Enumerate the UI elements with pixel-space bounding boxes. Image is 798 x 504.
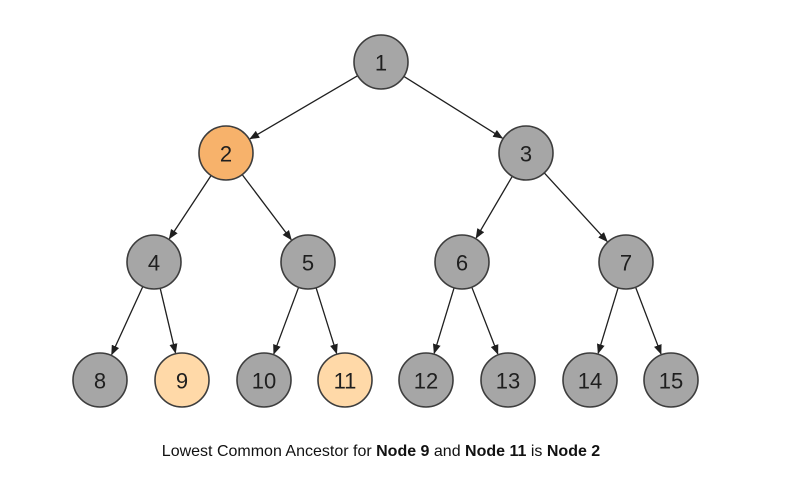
caption-node-a: Node 9 — [376, 443, 430, 460]
edge-7-to-15 — [634, 286, 662, 355]
node-circle-5 — [280, 234, 336, 290]
edge-4-to-9 — [159, 288, 178, 354]
node-label-7: 7 — [620, 251, 632, 276]
edge-1-to-3 — [403, 75, 504, 139]
tree-node-4: 4 — [126, 234, 182, 290]
node-circle-4 — [126, 234, 182, 290]
node-circle-8 — [72, 352, 128, 408]
edge-2-to-5 — [241, 174, 292, 241]
tree-node-14: 14 — [562, 352, 618, 408]
node-circle-3 — [498, 125, 554, 181]
edges — [111, 75, 662, 356]
node-circle-15 — [643, 352, 699, 408]
edge-3-to-7 — [543, 172, 608, 243]
node-label-4: 4 — [148, 251, 160, 276]
node-label-11: 11 — [334, 369, 357, 394]
node-label-15: 15 — [659, 369, 683, 394]
node-label-5: 5 — [302, 251, 314, 276]
edge-2-to-4 — [168, 175, 212, 240]
edge-5-to-10 — [273, 287, 300, 355]
edge-3-to-6 — [475, 175, 513, 239]
tree-node-5: 5 — [280, 234, 336, 290]
tree-node-3: 3 — [498, 125, 554, 181]
node-label-3: 3 — [520, 142, 532, 167]
node-label-1: 1 — [375, 51, 387, 76]
tree-node-13: 13 — [480, 352, 536, 408]
edge-5-to-11 — [315, 287, 338, 355]
caption-prefix: Lowest Common Ancestor for — [161, 443, 377, 460]
node-circle-14 — [562, 352, 618, 408]
tree-node-8: 8 — [72, 352, 128, 408]
node-label-9: 9 — [176, 369, 188, 394]
node-circle-12 — [398, 352, 454, 408]
edge-6-to-12 — [432, 287, 455, 355]
node-circle-11 — [317, 352, 373, 408]
node-circle-10 — [236, 352, 292, 408]
node-label-8: 8 — [94, 369, 106, 394]
node-circle-9 — [154, 352, 210, 408]
tree-node-12: 12 — [398, 352, 454, 408]
caption-result: Node 2 — [546, 443, 601, 460]
node-circle-7 — [598, 234, 654, 290]
tree-node-9: 9 — [154, 352, 210, 408]
tree-node-6: 6 — [434, 234, 490, 290]
tree-node-15: 15 — [643, 352, 699, 408]
tree-node-10: 10 — [236, 352, 292, 408]
tree-node-7: 7 — [598, 234, 654, 290]
node-circle-6 — [434, 234, 490, 290]
caption-joiner: and — [429, 443, 466, 460]
caption: Lowest Common Ancestor for Node 9 and No… — [0, 443, 762, 461]
edge-7-to-14 — [596, 287, 619, 355]
node-label-13: 13 — [496, 369, 520, 394]
node-label-12: 12 — [414, 369, 438, 394]
node-label-10: 10 — [252, 369, 276, 394]
node-label-14: 14 — [578, 369, 602, 394]
tree-node-2: 2 — [198, 125, 254, 181]
edge-1-to-2 — [249, 75, 359, 140]
tree-node-11: 11 — [317, 352, 373, 408]
node-circle-1 — [353, 34, 409, 90]
node-label-6: 6 — [456, 251, 468, 276]
edge-6-to-13 — [471, 286, 499, 355]
caption-middle: is — [526, 443, 547, 460]
caption-node-b: Node 11 — [465, 443, 527, 460]
node-circle-13 — [480, 352, 536, 408]
node-circle-2 — [198, 125, 254, 181]
node-label-2: 2 — [220, 142, 232, 167]
tree-node-1: 1 — [353, 34, 409, 90]
edge-4-to-8 — [111, 286, 144, 356]
